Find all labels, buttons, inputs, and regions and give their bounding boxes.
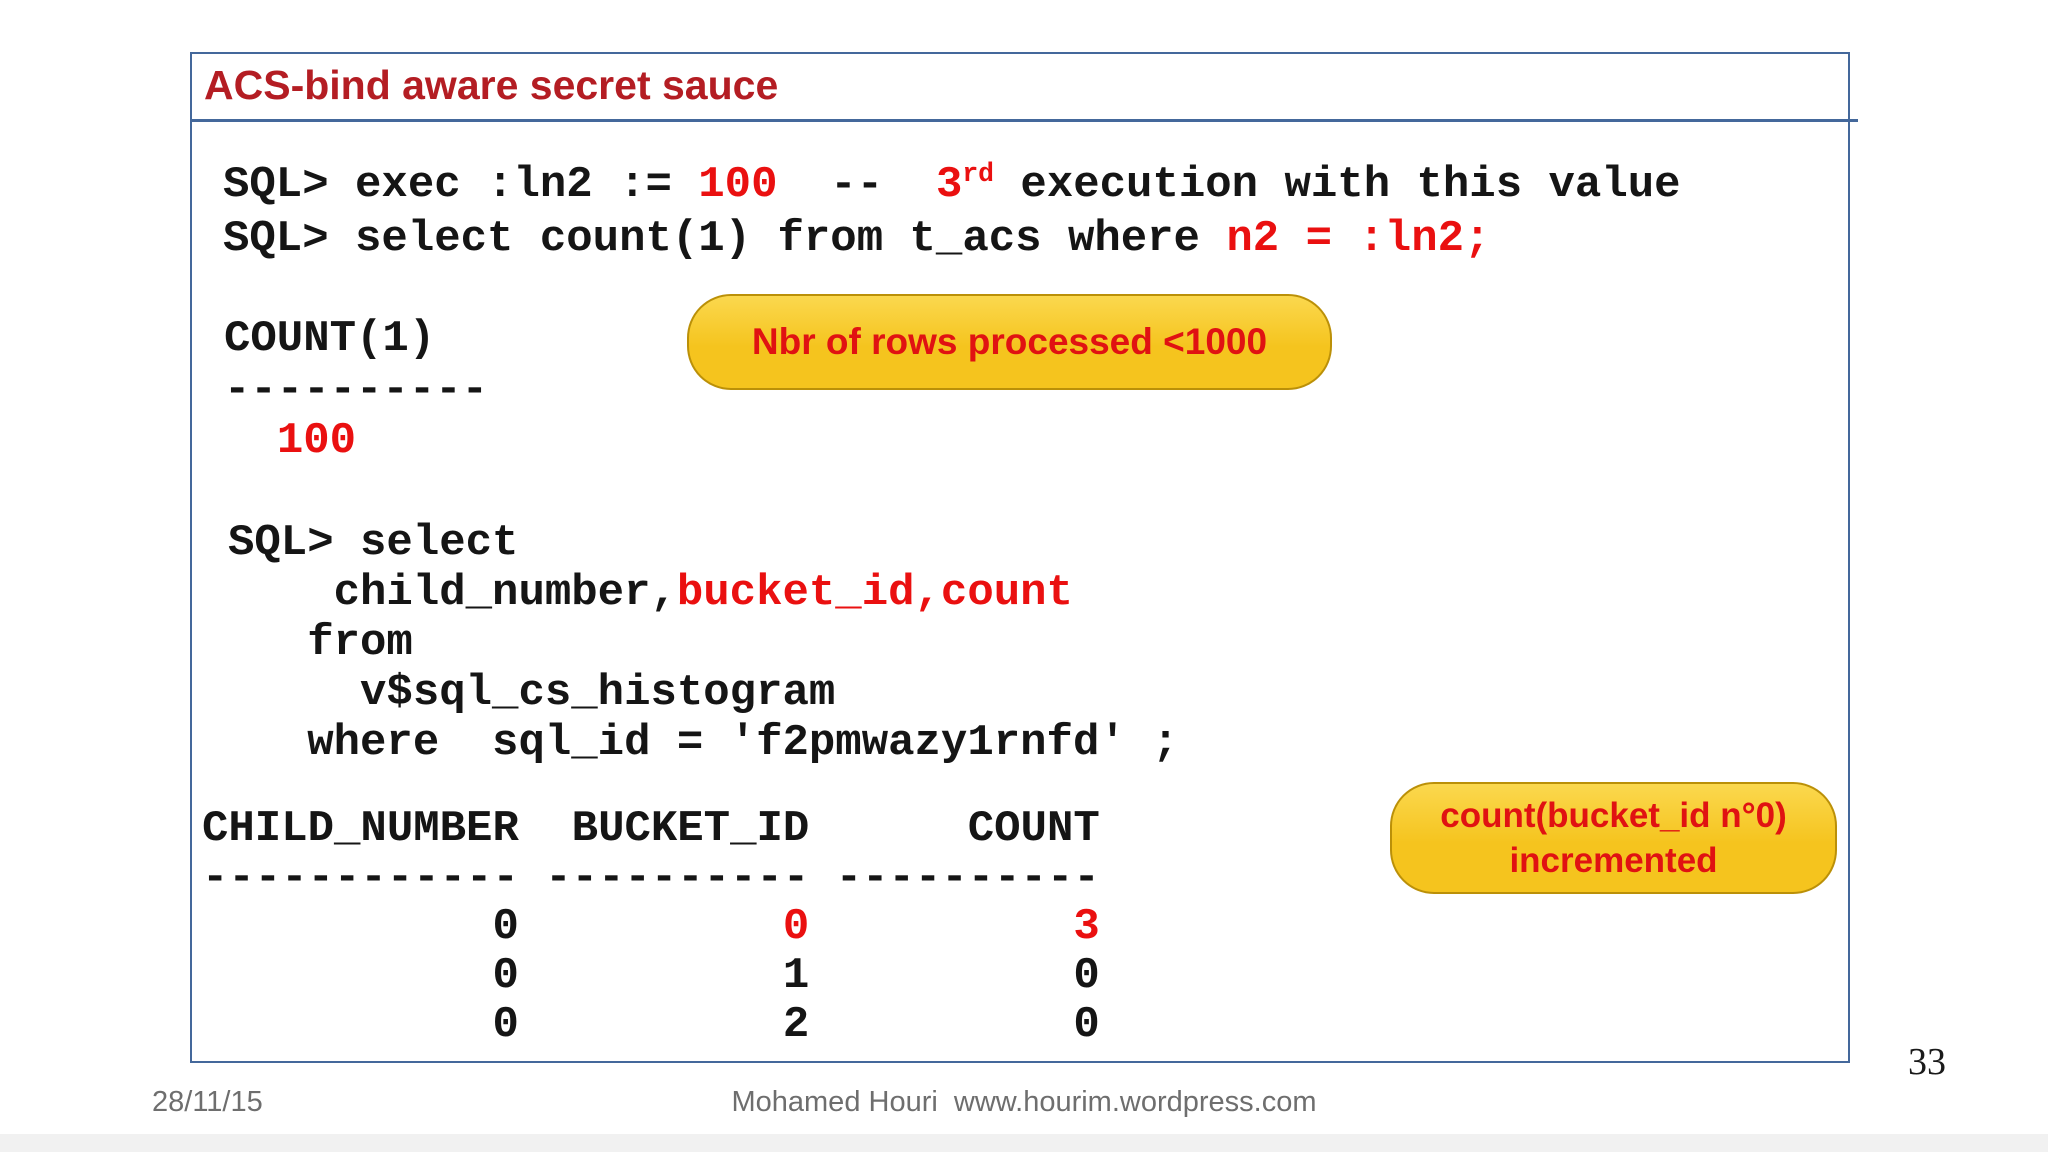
code-line: SQL> select count(1) from t_acs where n2… bbox=[223, 214, 1491, 264]
callout-bucket-line-2: incremented bbox=[1509, 841, 1718, 880]
code-line: ---------- bbox=[224, 365, 489, 415]
code-line: 0 1 0 bbox=[202, 951, 1100, 1001]
bottom-strip bbox=[0, 1134, 2048, 1152]
callout-bucket-incremented: count(bucket_id n°0) incremented bbox=[1390, 782, 1837, 894]
footer-date: 28/11/15 bbox=[152, 1086, 263, 1118]
sql-count-result: COUNT(1)---------- 100 bbox=[224, 314, 488, 467]
code-line: child_number,bucket_id,count bbox=[228, 568, 1073, 618]
code-line: SQL> exec :ln2 := 100 -- 3rd execution w… bbox=[223, 159, 1681, 210]
sql-histogram-query: SQL> select child_number,bucket_id,count… bbox=[228, 518, 1179, 768]
code-line: 0 0 3 bbox=[202, 902, 1100, 952]
slide-frame: ACS-bind aware secret sauce bbox=[190, 52, 1858, 1063]
slide-title: ACS-bind aware secret sauce bbox=[204, 62, 779, 108]
footer-credit: Mohamed Houri www.hourim.wordpress.com bbox=[731, 1086, 1317, 1118]
callout-rows-processed: Nbr of rows processed <1000 bbox=[687, 294, 1332, 390]
code-line: 100 bbox=[276, 416, 357, 466]
code-line: CHILD_NUMBER BUCKET_ID COUNT bbox=[202, 804, 1100, 854]
page-number: 33 bbox=[1908, 1041, 1946, 1083]
callout-bucket-line-1: count(bucket_id n°0) bbox=[1440, 796, 1787, 835]
code-line: COUNT(1) bbox=[224, 314, 436, 364]
code-line: v$sql_cs_histogram bbox=[228, 668, 836, 718]
title-bar: ACS-bind aware secret sauce bbox=[192, 54, 1858, 122]
callout-rows-processed-text: Nbr of rows processed <1000 bbox=[751, 321, 1268, 362]
code-line: where sql_id = 'f2pmwazy1rnfd' ; bbox=[228, 718, 1179, 768]
code-line: 0 2 0 bbox=[202, 1000, 1100, 1050]
code-line: from bbox=[228, 618, 413, 668]
code-line: SQL> select bbox=[228, 518, 519, 568]
sql-histogram-result-table: CHILD_NUMBER BUCKET_ID COUNT------------… bbox=[202, 804, 1100, 1050]
code-line: ------------ ---------- ---------- bbox=[202, 853, 1100, 903]
sql-exec-block: SQL> exec :ln2 := 100 -- 3rd execution w… bbox=[223, 159, 1681, 268]
